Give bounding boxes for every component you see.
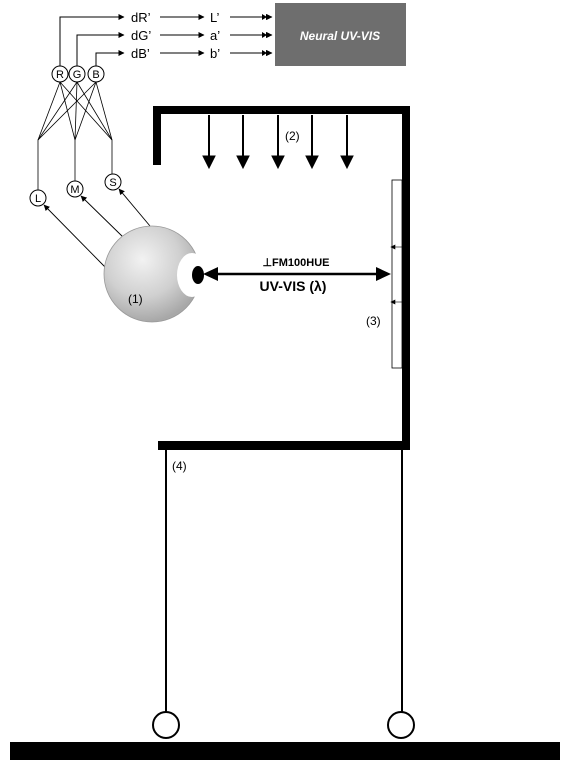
sample-panel-arrows xyxy=(390,244,402,305)
l-prime-label: L’ xyxy=(210,10,220,25)
dr-label: dR’ xyxy=(131,10,151,25)
booth-bottom-shelf xyxy=(158,441,410,450)
neural-uv-vis-label: Neural UV-VIS xyxy=(300,29,380,43)
s-cone-label: S xyxy=(109,177,116,189)
neural-uv-vis-box xyxy=(275,3,406,66)
eye-to-m-arrow xyxy=(80,195,125,239)
callout-2: (2) xyxy=(285,129,300,143)
s-cone-node xyxy=(104,173,122,191)
booth-top-left-flange xyxy=(153,106,161,165)
right-wheel xyxy=(387,711,415,739)
b-signal-line xyxy=(95,50,125,68)
stand xyxy=(152,450,415,739)
opponent-connections xyxy=(37,81,113,190)
l-cone-label: L xyxy=(35,193,41,205)
g-node-label: G xyxy=(73,69,82,81)
fm100hue-label: ⊥FM100HUE xyxy=(262,257,329,269)
sample-panel xyxy=(391,179,403,369)
db-label: dB’ xyxy=(131,46,150,61)
booth-right-wall xyxy=(402,106,410,450)
left-wheel xyxy=(152,711,180,739)
r-node-label: R xyxy=(56,69,64,81)
dg-label: dG’ xyxy=(131,28,151,43)
eye-to-l-arrow xyxy=(43,204,107,269)
callout-1: (1) xyxy=(128,292,143,306)
a-prime-label: a’ xyxy=(210,28,220,43)
b-node-label: B xyxy=(92,69,99,81)
l-cone-node xyxy=(29,189,47,207)
callout-4: (4) xyxy=(172,459,187,473)
eye xyxy=(103,225,207,323)
floor-bar xyxy=(10,742,560,760)
m-cone-node xyxy=(66,180,84,198)
m-cone-label: M xyxy=(70,184,79,196)
uv-vis-lambda-label: UV-VIS (λ) xyxy=(260,278,327,294)
b-prime-label: b’ xyxy=(210,46,220,61)
booth-top-wall xyxy=(153,106,410,114)
viewing-booth xyxy=(153,106,410,450)
eye-to-s-arrow xyxy=(118,188,151,227)
pupil xyxy=(192,266,204,284)
g-signal-line xyxy=(76,32,125,68)
illumination-arrows xyxy=(202,115,354,170)
neural-processing-network: dR’ dG’ dB’ L’ a’ b’ Neural UV-VIS R G B xyxy=(29,3,406,269)
r-signal-line xyxy=(59,14,125,68)
callout-3: (3) xyxy=(366,314,381,328)
viewing-axis-arrow xyxy=(203,267,391,281)
arrowhead-clusters xyxy=(262,14,271,56)
